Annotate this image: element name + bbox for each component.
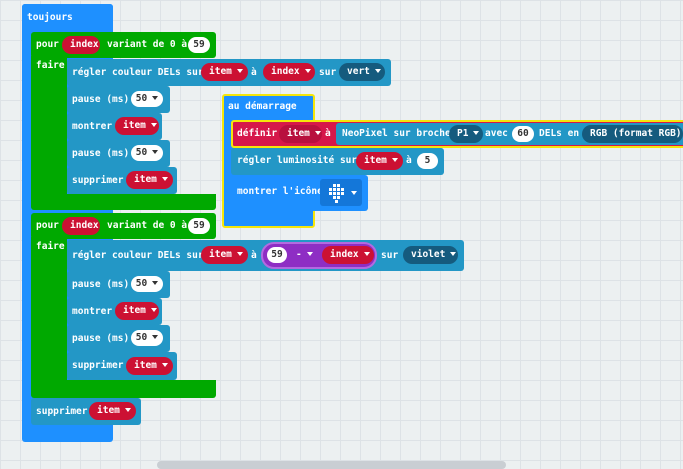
chevron-down-icon [314,131,321,135]
pin-dropdown[interactable]: P1 [449,125,483,143]
led-grid-icon [324,182,348,204]
icon-picker-dropdown[interactable] [320,179,362,206]
chevron-down-icon [152,281,159,285]
chevron-down-icon [351,191,357,195]
for-loop-1-spine [31,56,67,196]
chevron-down-icon [473,131,480,135]
for-loop-2-foot [31,380,216,398]
dels-en-label: DELs en [539,128,580,139]
chevron-down-icon [306,252,313,256]
for-loop-2-range-label: variant de 0 à [107,220,188,231]
show-icon-label: montrer l'icône [237,186,323,197]
sur-label: sur [381,250,399,261]
a-label: à [406,155,412,166]
lhs-number[interactable]: 59 [267,247,287,263]
brightness-value[interactable]: 5 [417,153,438,169]
set-pixel-color-label: régler couleur DELs sur [72,67,204,78]
pause-label: pause (ms) [72,148,130,159]
color-dropdown[interactable]: violet [403,246,458,264]
chevron-down-icon [152,150,159,154]
chevron-down-icon [374,69,381,73]
clear-label: supprimer [36,406,88,417]
pause-value-dropdown[interactable]: 50 [131,276,163,292]
show-label: montrer [72,121,113,132]
avec-label: avec [485,128,508,139]
pause-label: pause (ms) [72,333,130,344]
pause-value-dropdown[interactable]: 50 [131,91,163,107]
chevron-down-icon [152,335,159,339]
forever-block-body [22,4,113,32]
set-brightness-block[interactable] [231,148,444,175]
clear-label: supprimer [72,175,124,186]
horizontal-scrollbar[interactable] [157,461,506,469]
strip-var-dropdown[interactable]: item [356,152,403,170]
chevron-down-icon [150,123,157,127]
for-loop-1-to[interactable]: 59 [188,37,210,53]
pixel-count[interactable]: 60 [512,126,534,142]
for-loop-1-foot [31,194,216,210]
for-loop-1-range-label: variant de 0 à [107,39,188,50]
for-loop-1-pour: pour [36,39,59,50]
for-loop-2-var[interactable]: index [62,217,100,235]
variable-dropdown[interactable]: item [279,125,322,143]
index-var-dropdown[interactable]: index [322,246,374,264]
strip-var-dropdown[interactable]: item [115,117,159,135]
pause-label: pause (ms) [72,94,130,105]
chevron-down-icon [450,252,457,256]
pause-value-dropdown[interactable]: 50 [131,145,163,161]
chevron-down-icon [150,308,157,312]
a-label: à [251,250,257,261]
set-pixel-color-label: régler couleur DELs sur [72,250,204,261]
for-loop-1-faire: faire [36,60,65,71]
for-loop-1[interactable] [31,32,216,58]
define-label: définir [237,128,278,139]
strip-var-dropdown[interactable]: item [89,402,136,420]
for-loop-1-var[interactable]: index [62,36,100,54]
chevron-down-icon [363,252,370,256]
chevron-down-icon [161,363,168,367]
for-loop-2-faire: faire [36,241,65,252]
clear-label: supprimer [72,360,124,371]
strip-var-dropdown[interactable]: item [201,63,248,81]
mode-dropdown[interactable]: RGB (format RGB) [582,125,683,143]
neopixel-label: NeoPixel sur broche [342,128,451,139]
pause-value-dropdown[interactable]: 50 [131,330,163,346]
show-label: montrer [72,306,113,317]
for-loop-2-to[interactable]: 59 [188,218,210,234]
chevron-down-icon [236,69,243,73]
for-loop-2-spine [31,237,67,382]
chevron-down-icon [152,96,159,100]
a-label: à [325,128,331,139]
index-var-dropdown[interactable]: index [263,63,315,81]
chevron-down-icon [161,177,168,181]
chevron-down-icon [391,158,398,162]
forever-label: toujours [27,12,73,23]
sur-label: sur [319,67,337,78]
brightness-label: régler luminosité sur [237,155,358,166]
strip-var-dropdown[interactable]: item [126,357,173,375]
on-start-label: au démarrage [228,101,297,112]
strip-var-dropdown[interactable]: item [201,246,248,264]
for-loop-2[interactable] [31,213,216,239]
pause-label: pause (ms) [72,279,130,290]
chevron-down-icon [304,69,311,73]
strip-var-dropdown[interactable]: item [115,302,159,320]
chevron-down-icon [236,252,243,256]
for-loop-2-pour: pour [36,220,59,231]
color-dropdown[interactable]: vert [339,63,385,81]
operator-dropdown[interactable]: - [296,249,313,261]
a-label: à [251,67,257,78]
strip-var-dropdown[interactable]: item [126,171,173,189]
chevron-down-icon [124,408,131,412]
